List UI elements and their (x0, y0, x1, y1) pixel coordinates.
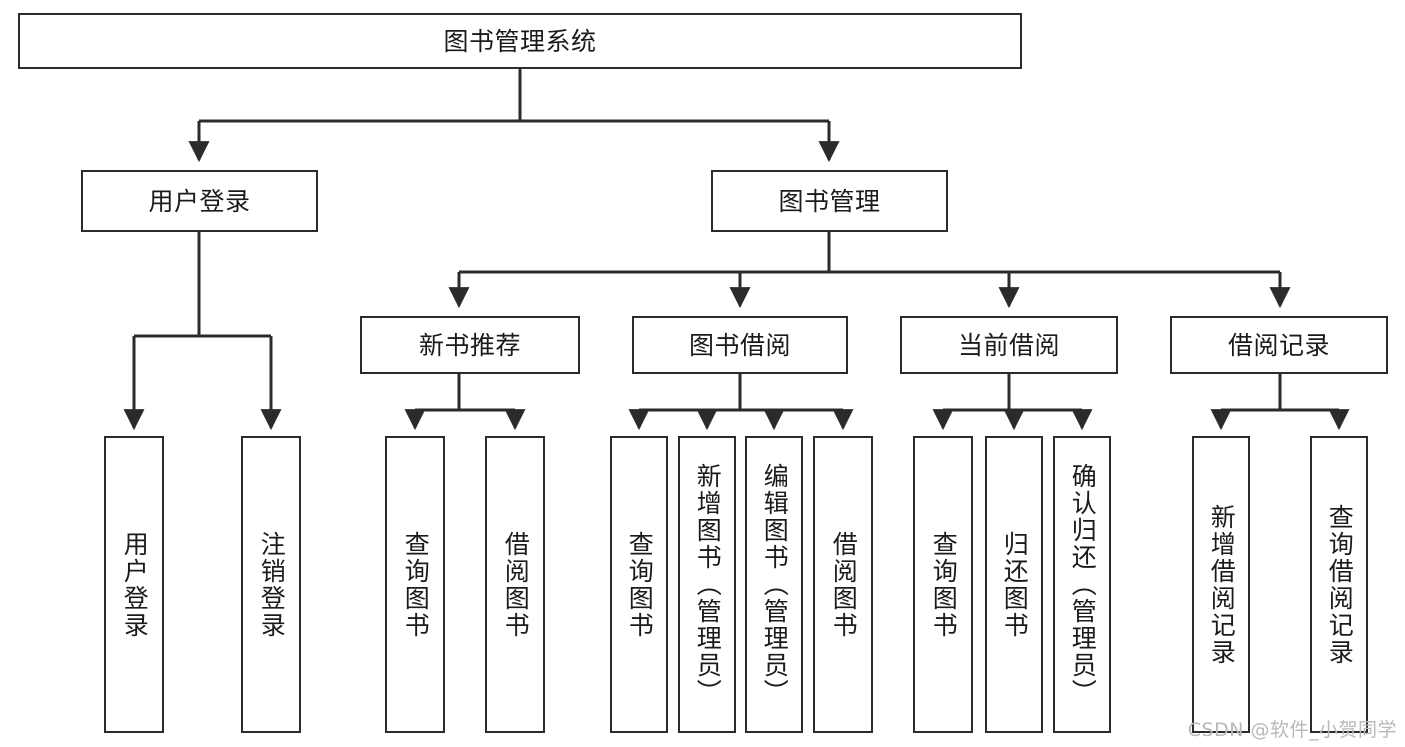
leaf-user-login[interactable]: 用户登录 (104, 436, 164, 733)
node-book-borrow-label: 图书借阅 (688, 330, 791, 360)
leaf-edit-book-label: 编辑图书（管理员） (760, 463, 790, 706)
leaf-add-borrow-record-label: 新增借阅记录 (1207, 503, 1237, 666)
node-book-borrow[interactable]: 图书借阅 (632, 316, 848, 374)
node-new-book-recommend[interactable]: 新书推荐 (360, 316, 580, 374)
leaf-borrow-book-rec-label: 借阅图书 (501, 530, 531, 639)
node-current-borrow-label: 当前借阅 (957, 330, 1060, 360)
node-borrow-record[interactable]: 借阅记录 (1170, 316, 1388, 374)
leaf-query-book-borrow[interactable]: 查询图书 (610, 436, 668, 733)
leaf-borrow-book-label: 借阅图书 (829, 530, 859, 639)
leaf-return-book[interactable]: 归还图书 (985, 436, 1043, 733)
node-user-login[interactable]: 用户登录 (81, 170, 318, 232)
leaf-user-logout[interactable]: 注销登录 (241, 436, 301, 733)
leaf-query-book-borrow-label: 查询图书 (625, 530, 655, 639)
node-root-label: 图书管理系统 (443, 26, 597, 56)
leaf-query-book-rec-label: 查询图书 (401, 530, 431, 639)
leaf-query-borrow-record-label: 查询借阅记录 (1325, 503, 1355, 666)
node-borrow-record-label: 借阅记录 (1227, 330, 1330, 360)
node-new-book-recommend-label: 新书推荐 (418, 330, 521, 360)
node-book-management[interactable]: 图书管理 (711, 170, 948, 232)
node-book-management-label: 图书管理 (778, 186, 881, 216)
leaf-user-login-label: 用户登录 (120, 530, 150, 639)
leaf-confirm-return[interactable]: 确认归还（管理员） (1053, 436, 1111, 733)
leaf-query-borrow-record[interactable]: 查询借阅记录 (1310, 436, 1368, 733)
leaf-add-book-label: 新增图书（管理员） (693, 463, 723, 706)
leaf-edit-book[interactable]: 编辑图书（管理员） (745, 436, 803, 733)
leaf-borrow-book-rec[interactable]: 借阅图书 (485, 436, 545, 733)
leaf-confirm-return-label: 确认归还（管理员） (1068, 463, 1098, 706)
leaf-user-logout-label: 注销登录 (257, 530, 287, 639)
node-user-login-label: 用户登录 (148, 186, 251, 216)
leaf-query-book-current-label: 查询图书 (929, 530, 959, 639)
leaf-query-book-rec[interactable]: 查询图书 (385, 436, 445, 733)
watermark: CSDN @软件_小贺同学 (1187, 719, 1397, 741)
node-current-borrow[interactable]: 当前借阅 (900, 316, 1118, 374)
leaf-return-book-label: 归还图书 (1000, 530, 1030, 639)
node-root[interactable]: 图书管理系统 (18, 13, 1022, 69)
leaf-add-book[interactable]: 新增图书（管理员） (678, 436, 736, 733)
leaf-borrow-book[interactable]: 借阅图书 (813, 436, 873, 733)
leaf-query-book-current[interactable]: 查询图书 (913, 436, 973, 733)
leaf-add-borrow-record[interactable]: 新增借阅记录 (1192, 436, 1250, 733)
